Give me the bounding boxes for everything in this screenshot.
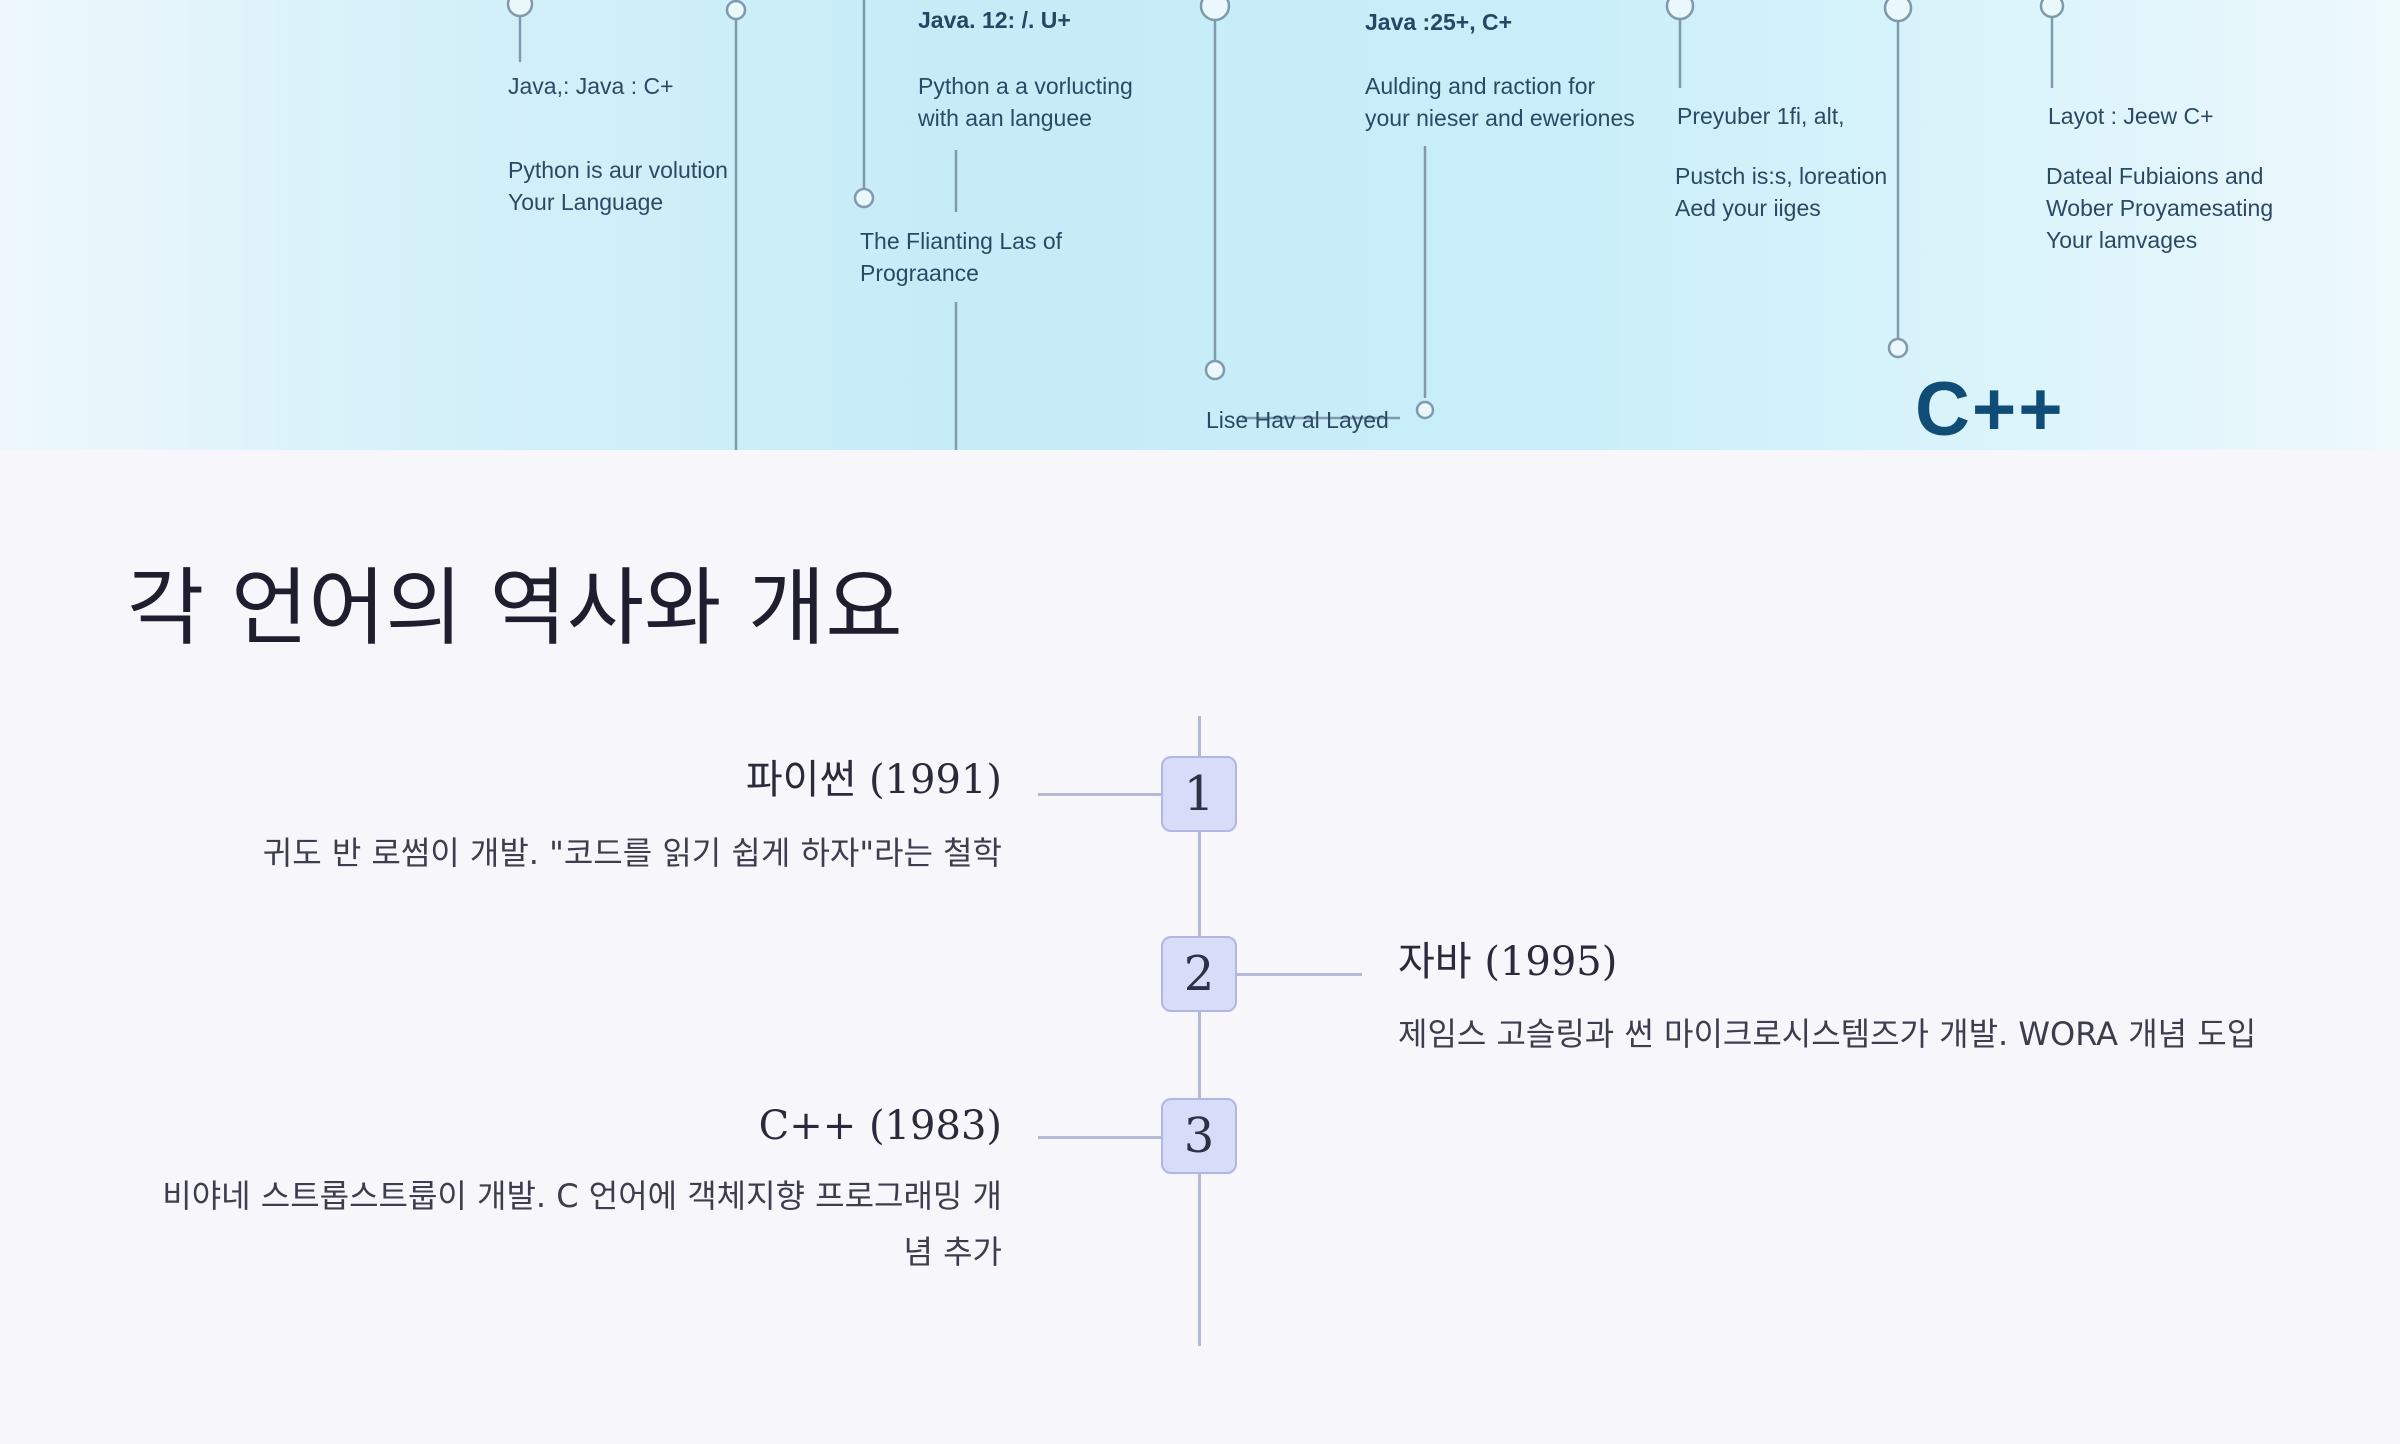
banner-label-8: Lise Hav al Layed xyxy=(1206,407,1389,433)
banner-label-7: Aulding and raction for your nieser and … xyxy=(1365,73,1635,131)
banner-label-6: Java :25+, C+ xyxy=(1365,9,1513,35)
cpp-logo: C++ xyxy=(1915,367,2065,450)
timeline-title-java: 자바 (1995) xyxy=(1398,939,1618,985)
timeline-axis xyxy=(1198,716,1201,1346)
page-title: 각 언어의 역사와 개요 xyxy=(127,559,903,657)
banner-label-2: Python is aur volution Your Language xyxy=(508,157,728,215)
banner-label-9: Preyuber 1fi, alt, xyxy=(1677,103,1845,129)
banner-label-1: Java,: Java : C+ xyxy=(508,73,674,99)
banner-label-10: Pustch is:s, loreation Aed your iiges xyxy=(1675,163,1888,221)
timeline-title-python: 파이썬 (1991) xyxy=(745,757,1002,803)
timeline-illustration-banner: Java,: Java : C+ Python is aur volution … xyxy=(0,0,2400,450)
timeline-marker-3: 3 xyxy=(1161,1098,1237,1174)
timeline-desc-cpp: 비야네 스트롭스트룹이 개발. C 언어에 객체지향 프로그래밍 개념 추가 xyxy=(162,1177,1002,1271)
timeline-desc-python: 귀도 반 로썸이 개발. "코드를 읽기 쉽게 하자"라는 철학 xyxy=(262,834,1002,872)
timeline-marker-2: 2 xyxy=(1161,936,1237,1012)
timeline-connector-2 xyxy=(1236,973,1362,976)
timeline-connector-3 xyxy=(1038,1136,1162,1139)
timeline-marker-1: 1 xyxy=(1161,756,1237,832)
timeline-title-cpp: C++ (1983) xyxy=(758,1103,1002,1149)
banner-label-3: Java. 12: /. U+ xyxy=(918,7,1071,33)
banner-label-11: Layot : Jeew C+ xyxy=(2048,103,2214,129)
timeline-desc-java: 제임스 고슬링과 썬 마이크로시스템즈가 개발. WORA 개념 도입 xyxy=(1398,1015,2257,1053)
timeline-connector-1 xyxy=(1038,793,1162,796)
banner-label-5: The Flianting Las of Prograance xyxy=(860,228,1063,286)
banner-label-4: Python a a vorlucting with aan languee xyxy=(918,73,1133,131)
banner-timeline-lines xyxy=(506,0,2065,450)
banner-label-12: Dateal Fubiaions and Wober Proyamesating… xyxy=(2046,163,2274,253)
